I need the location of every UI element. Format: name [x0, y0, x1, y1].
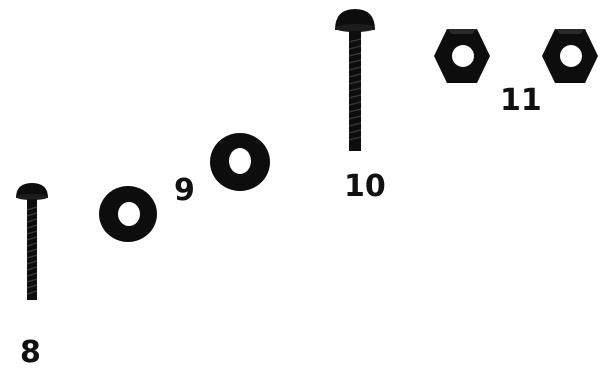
screw-10 — [330, 6, 380, 154]
label-10: 10 — [344, 172, 386, 202]
hex-nut-11-right — [540, 26, 600, 86]
hex-nut-11-left — [432, 26, 492, 86]
label-8: 8 — [20, 338, 41, 368]
label-11: 11 — [500, 86, 542, 116]
label-9: 9 — [174, 176, 195, 206]
washer-9-left — [96, 182, 160, 246]
screw-8 — [10, 180, 54, 304]
washer-9-right — [208, 130, 272, 194]
